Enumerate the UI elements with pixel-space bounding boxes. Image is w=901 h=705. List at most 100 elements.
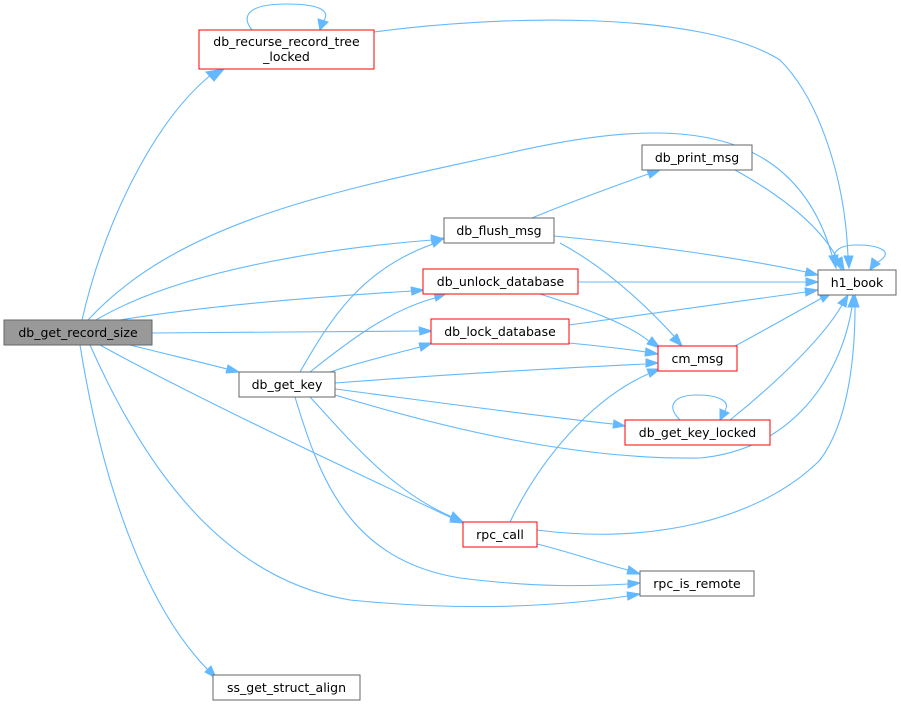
node-box xyxy=(624,419,771,446)
edge-line xyxy=(95,239,433,321)
edge-line xyxy=(299,243,434,373)
edge-line xyxy=(99,344,453,519)
edge-line xyxy=(734,297,823,347)
edge-line xyxy=(334,388,614,425)
edge-arrowhead xyxy=(837,293,849,308)
edge-db-get-key-locked-to-db-get-key-locked xyxy=(672,394,730,422)
edge-db-get-key-to-h1-book xyxy=(334,293,858,459)
edge-arrowhead xyxy=(225,364,241,374)
edge-arrowhead xyxy=(644,347,660,357)
edge-arrowhead xyxy=(646,336,662,349)
node-db-unlock-database[interactable]: db_unlock_database xyxy=(422,268,579,295)
node-db-get-key[interactable]: db_get_key xyxy=(238,371,336,398)
node-rpc-call[interactable]: rpc_call xyxy=(462,521,538,548)
edge-db-get-record-size-to-db-lock-database xyxy=(151,326,434,336)
edge-arrowhead xyxy=(804,287,820,297)
edge-arrowhead xyxy=(669,333,683,348)
edge-arrowhead xyxy=(646,169,662,179)
edge-arrowhead xyxy=(850,293,860,308)
edge-line xyxy=(119,290,413,321)
edge-line xyxy=(246,3,327,31)
node-box xyxy=(657,345,738,372)
edge-line xyxy=(536,306,856,535)
edge-db-get-key-to-rpc-is-remote xyxy=(294,396,642,589)
edge-rpc-call-to-h1-book xyxy=(536,293,860,535)
node-box xyxy=(462,521,538,548)
edge-db-get-record-size-to-db-flush-msg xyxy=(95,234,446,321)
edge-arrowhead xyxy=(449,511,465,523)
node-box xyxy=(641,144,753,171)
edge-rpc-call-to-cm-msg xyxy=(509,368,662,523)
node-db-print-msg[interactable]: db_print_msg xyxy=(641,144,753,171)
node-db-recurse-record-tree-locked[interactable]: db_recurse_record_tree _locked xyxy=(198,29,375,70)
edge-arrowhead xyxy=(205,68,226,82)
node-cm-msg[interactable]: cm_msg xyxy=(657,345,738,372)
node-label: h1_book xyxy=(831,275,884,290)
edge-db-get-key-to-db-flush-msg xyxy=(299,237,446,373)
node-box xyxy=(422,268,579,295)
node-box xyxy=(430,318,570,345)
edge-arrowhead xyxy=(646,368,662,378)
node-box xyxy=(639,570,755,597)
edge-line xyxy=(87,132,833,321)
edge-line xyxy=(334,363,647,384)
edge-db-get-key-to-db-lock-database xyxy=(329,342,434,373)
edge-line xyxy=(79,344,209,671)
edge-db-recurse-record-tree-locked-to-db-recurse-record-tree-locked xyxy=(246,3,329,32)
node-label: db_get_key xyxy=(252,377,323,392)
edge-arrowhead xyxy=(805,277,820,287)
edge-line xyxy=(89,344,629,608)
node-box xyxy=(817,269,897,296)
node-label: db_get_key_locked xyxy=(639,425,756,440)
edge-arrowhead xyxy=(869,257,881,271)
node-label: rpc_call xyxy=(476,527,524,542)
edge-line xyxy=(536,543,629,571)
edge-db-get-record-size-to-db-recurse-record-tree-locked xyxy=(81,68,226,321)
edge-arrowhead xyxy=(626,565,642,575)
node-db-lock-database[interactable]: db_lock_database xyxy=(430,318,570,345)
edge-db-recurse-record-tree-locked-to-h1-book xyxy=(373,19,854,270)
edge-line xyxy=(309,297,436,373)
node-db-get-record-size[interactable]: db_get_record_size xyxy=(3,319,153,346)
edge-arrowhead xyxy=(418,326,434,336)
edge-db-get-key-to-cm-msg xyxy=(334,358,660,384)
node-h1-book[interactable]: h1_book xyxy=(817,269,897,296)
edge-line xyxy=(531,173,649,219)
node-db-flush-msg[interactable]: db_flush_msg xyxy=(443,217,555,244)
node-ss-get-struct-align[interactable]: ss_get_struct_align xyxy=(212,674,361,701)
node-label: db_get_record_size xyxy=(18,325,138,340)
edge-db-unlock-database-to-h1-book xyxy=(577,277,820,287)
edge-line xyxy=(553,235,807,273)
edge-db-flush-msg-to-h1-book xyxy=(553,235,820,277)
node-label: db_flush_msg xyxy=(456,223,541,238)
edge-line xyxy=(294,396,629,587)
edge-line xyxy=(729,304,843,421)
node-db-get-key-locked[interactable]: db_get_key_locked xyxy=(624,419,771,446)
node-box xyxy=(212,674,361,701)
edge-line xyxy=(334,306,853,459)
edge-line xyxy=(568,291,807,326)
node-label: rpc_is_remote xyxy=(653,576,741,591)
node-label: db_print_msg xyxy=(655,150,739,165)
edge-db-print-msg-to-h1-book xyxy=(734,169,845,272)
edge-db-get-record-size-to-db-get-key xyxy=(129,344,241,374)
node-box xyxy=(3,319,153,346)
edge-line xyxy=(373,19,849,257)
edge-h1-book-to-h1-book xyxy=(833,244,886,271)
edge-db-get-key-to-rpc-call xyxy=(309,396,465,523)
edge-line xyxy=(539,293,651,343)
edge-line xyxy=(833,244,886,271)
edge-db-get-key-locked-to-h1-book xyxy=(729,293,849,421)
node-label: cm_msg xyxy=(672,351,724,366)
edge-db-get-record-size-to-rpc-is-remote xyxy=(89,344,642,608)
edge-db-get-record-size-to-db-unlock-database xyxy=(119,286,426,321)
node-rpc-is-remote[interactable]: rpc_is_remote xyxy=(639,570,755,597)
edge-line xyxy=(509,373,649,523)
edge-line xyxy=(329,346,421,373)
edge-arrowhead xyxy=(317,18,329,32)
edge-arrowhead xyxy=(430,237,446,248)
edge-arrowhead xyxy=(418,342,434,352)
node-box xyxy=(198,29,375,70)
node-label: db_unlock_database xyxy=(437,274,565,289)
